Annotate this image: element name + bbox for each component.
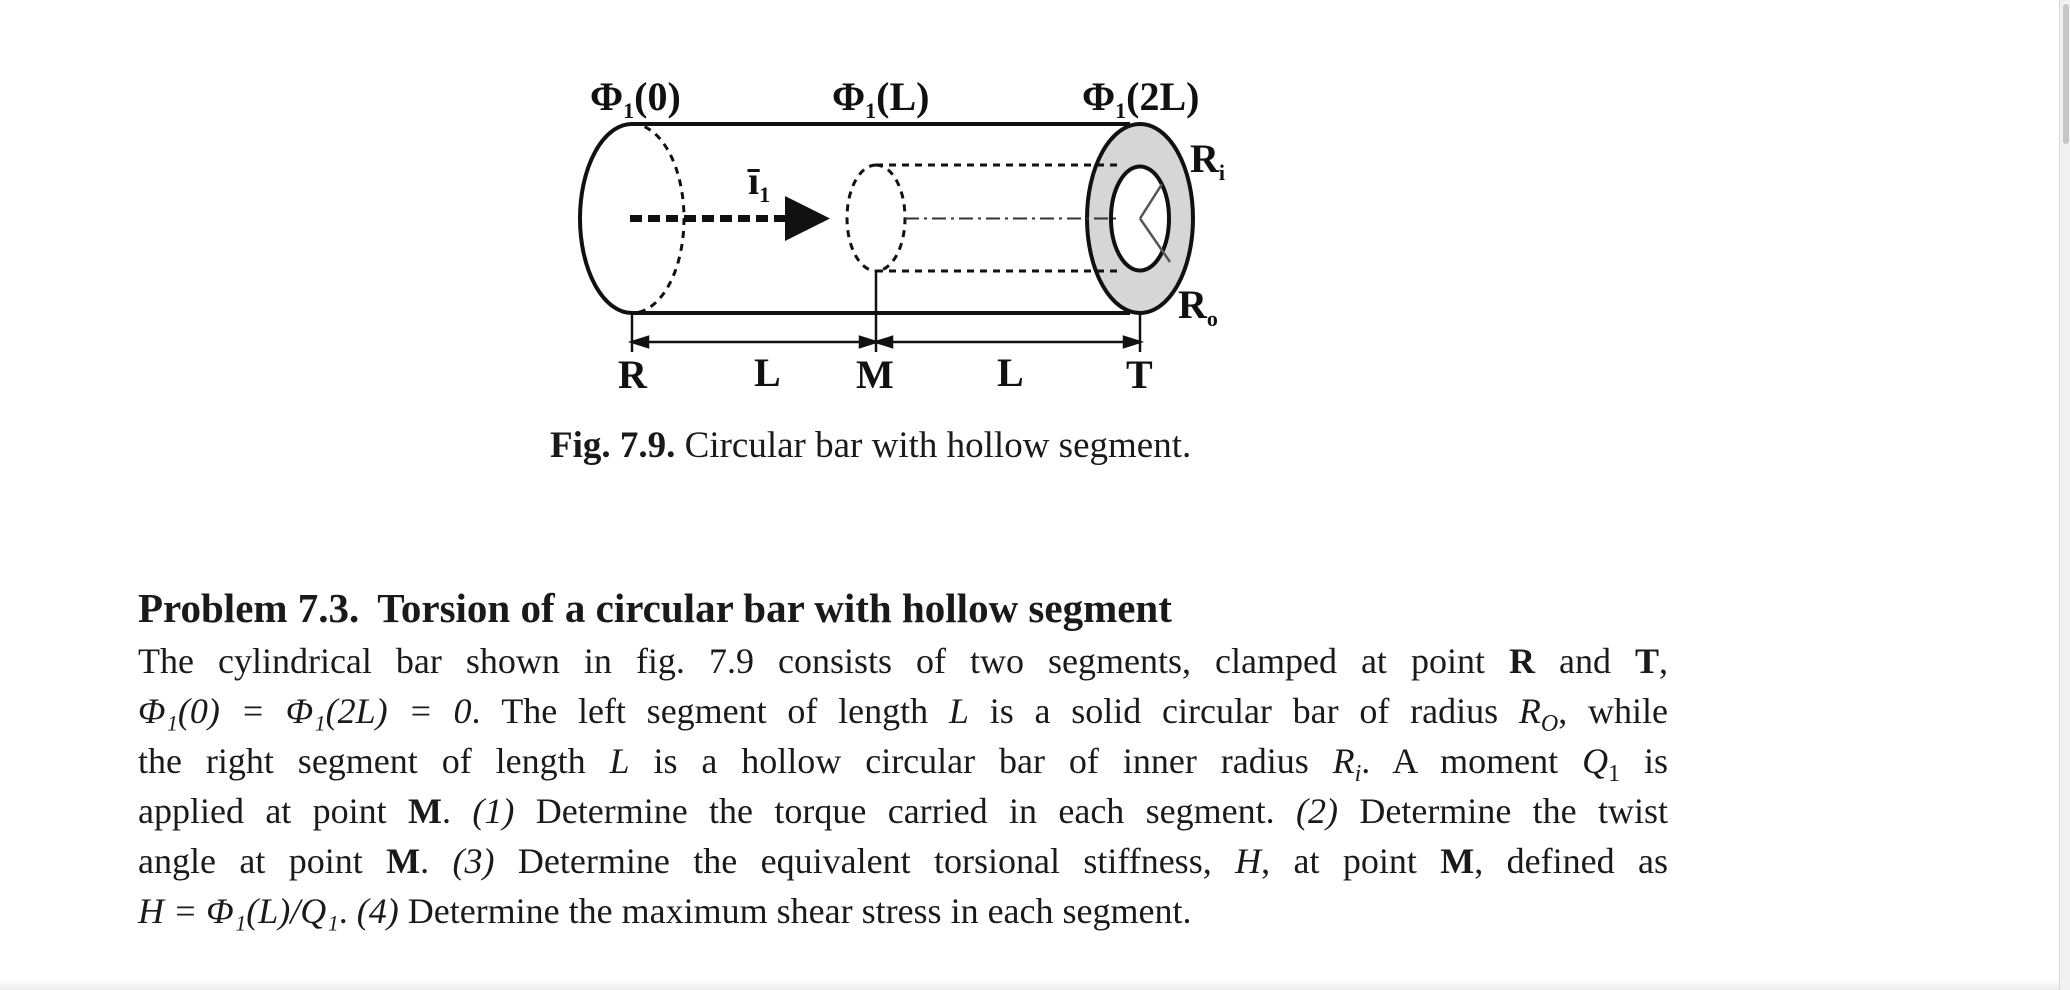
problem-text-run: , (1659, 641, 1668, 681)
problem-text-run: (3) (452, 841, 495, 881)
label-phi-left: Φ1(0) (590, 74, 681, 123)
vertical-scrollbar[interactable] (2059, 0, 2070, 990)
problem-text-run: , defined as (1474, 841, 1669, 881)
problem-text-run: (2) (1296, 791, 1338, 831)
problem-text-run: R (1332, 741, 1355, 781)
problem-text-run: applied at point (138, 791, 409, 831)
problem-line: applied at point M. (1) Determine the to… (138, 786, 1668, 836)
problem-text-run: R (1508, 641, 1535, 681)
label-length-left: L (754, 350, 781, 395)
problem-line: The cylindrical bar shown in fig. 7.9 co… (138, 636, 1668, 686)
cylinder-body (578, 122, 1130, 315)
page-bottom-edge (0, 980, 2060, 990)
problem-text-run: is a solid circular bar of radius (968, 691, 1519, 731)
problem-text-run: H (1235, 841, 1262, 881)
problem-text-run: Φ₁(0) = Φ₁(2L) = 0 (138, 691, 472, 731)
label-point-r: R (618, 352, 648, 397)
label-point-t: T (1126, 352, 1153, 397)
problem-text-run: . (420, 841, 453, 881)
problem-text-run: M (386, 841, 421, 881)
problem-line: Φ₁(0) = Φ₁(2L) = 0. The left segment of … (138, 686, 1668, 738)
problem-text-run: is (1620, 741, 1668, 781)
problem-text-run: Q (1582, 741, 1609, 781)
left-end-hidden-edge (631, 122, 686, 315)
problem-text-run: Determine the twist (1338, 791, 1669, 831)
problem-text-run: . The left segment of length (471, 691, 949, 731)
dimension-line (627, 271, 1145, 352)
problem-number: Problem 7.3. (138, 585, 360, 631)
problem-text-run: H = Φ₁(L)/Q₁ (138, 891, 339, 931)
scrollbar-thumb[interactable] (2063, 4, 2069, 144)
problem-text-run: O (1540, 711, 1559, 738)
problem-text-run: (4) (356, 891, 399, 931)
problem-text-run: Determine the equivalent torsional stiff… (494, 841, 1236, 881)
problem-text-run: 1 (1608, 761, 1621, 788)
problem-text-run: , while (1558, 691, 1668, 731)
label-outer-radius: Ro (1178, 282, 1218, 331)
label-axis-vector: ī1 (747, 158, 770, 207)
label-phi-right: Φ1(2L) (1082, 74, 1200, 123)
problem-heading: Problem 7.3. Torsion of a circular bar wi… (138, 584, 1172, 632)
label-phi-mid: Φ1(L) (832, 74, 930, 123)
problem-line: the right segment of length L is a hollo… (138, 736, 1668, 788)
problem-text-run: i (1354, 761, 1362, 788)
caption-text: Circular bar with hollow segment. (684, 425, 1192, 466)
label-point-m: M (856, 352, 894, 397)
problem-text-run: , at point (1261, 841, 1441, 881)
problem-text-run: angle at point (138, 841, 387, 881)
problem-statement: The cylindrical bar shown in fig. 7.9 co… (138, 636, 1668, 936)
problem-text-run: (1) (472, 791, 515, 831)
axis-arrow (630, 196, 830, 241)
problem-text-run: . (442, 791, 473, 831)
figure-caption: Fig. 7.9. Circular bar with hollow segme… (550, 424, 1191, 467)
problem-text-run: M (408, 791, 443, 831)
problem-text-run: The cylindrical bar shown in fig. 7.9 co… (138, 641, 1509, 681)
problem-text-run: R (1518, 691, 1541, 731)
problem-text-run: T (1634, 641, 1659, 681)
problem-title: Torsion of a circular bar with hollow se… (377, 585, 1172, 631)
problem-text-run: L (948, 691, 969, 731)
label-length-right: L (997, 350, 1024, 395)
hollow-end-annulus (1085, 122, 1195, 315)
problem-text-run: and (1534, 641, 1635, 681)
problem-line: H = Φ₁(L)/Q₁. (4) Determine the maximum … (138, 886, 1668, 936)
figure-circular-bar: Φ1(0) Φ1(L) Φ1(2L) ī1 Ri Ro R L M L T (578, 74, 1225, 397)
problem-text-run: is a hollow circular bar of inner radius (629, 741, 1333, 781)
problem-text-run: the right segment of length (138, 741, 610, 781)
caption-label: Fig. 7.9. (550, 425, 676, 466)
label-inner-radius: Ri (1190, 136, 1225, 185)
problem-text-run: L (609, 741, 630, 781)
problem-text-run: Determine the maximum shear stress in ea… (398, 891, 1192, 931)
problem-text-run: . A moment (1361, 741, 1583, 781)
problem-text-run: . (338, 891, 357, 931)
problem-text-run: Determine the torque carried in each seg… (514, 791, 1297, 831)
problem-text-run: M (1440, 841, 1475, 881)
problem-line: angle at point M. (3) Determine the equi… (138, 836, 1668, 886)
